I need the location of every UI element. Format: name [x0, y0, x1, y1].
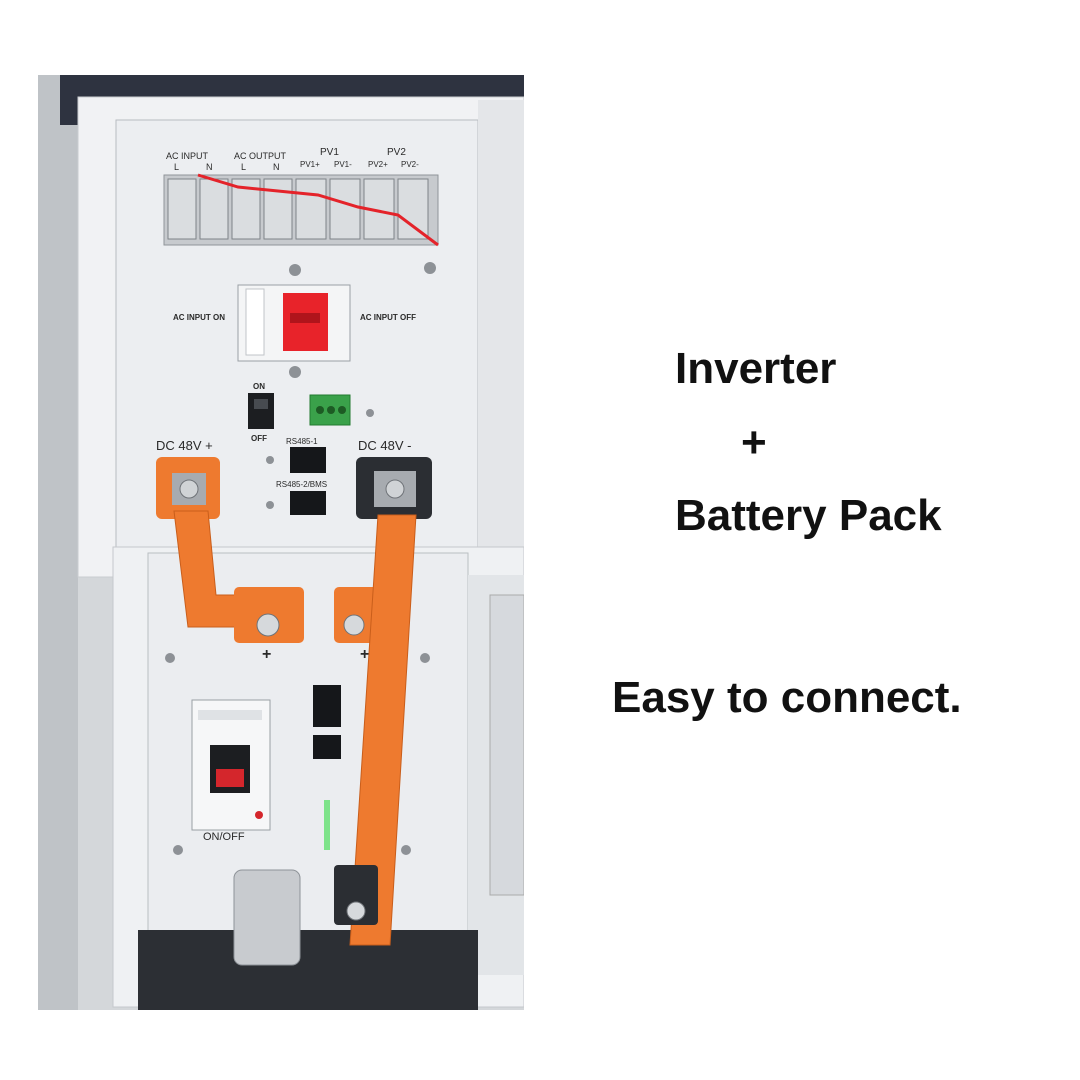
ac-input-off-label: AC INPUT OFF — [360, 313, 416, 322]
screw — [165, 653, 175, 663]
terminal-pv2minus-label: PV2- — [401, 160, 419, 169]
screw — [266, 456, 274, 464]
headline-battery-pack: Battery Pack — [675, 491, 942, 540]
terminal-pv2plus-label: PV2+ — [368, 160, 388, 169]
screw — [173, 845, 183, 855]
screw — [289, 366, 301, 378]
terminal-l2-label: L — [241, 162, 246, 172]
ac-breaker[interactable] — [237, 284, 351, 362]
pv2-label: PV2 — [387, 147, 406, 158]
bottom-negative-terminal — [334, 865, 378, 925]
side-label-plate — [489, 594, 524, 896]
connector-pin — [338, 406, 346, 414]
switch-off-label: OFF — [251, 434, 267, 443]
battery-on-off-label: ON/OFF — [203, 831, 245, 843]
rs485-1-port[interactable] — [290, 447, 326, 473]
battery-plus-label-left: + — [262, 646, 271, 663]
pv1-label: PV1 — [320, 147, 339, 158]
breaker-label-strip — [198, 710, 262, 720]
rs485-2-port[interactable] — [290, 491, 326, 515]
busbar-negative — [349, 514, 417, 946]
headline-plus: + — [741, 418, 767, 467]
dc-plus-label: DC 48V + — [156, 438, 213, 453]
terminal-pv1plus-label: PV1+ — [300, 160, 320, 169]
rs485-2-label: RS485-2/BMS — [276, 480, 327, 489]
cabinet-base — [138, 930, 478, 1010]
breaker-led — [255, 811, 263, 819]
battery-port-lower[interactable] — [313, 735, 341, 759]
battery-port-upper[interactable] — [313, 685, 341, 727]
status-led-strip — [324, 800, 330, 850]
ac-output-label: AC OUTPUT — [234, 151, 287, 161]
left-shadow — [38, 75, 78, 1010]
connector-pin — [316, 406, 324, 414]
screw — [366, 409, 374, 417]
headline-easy-to-connect: Easy to connect. — [612, 673, 962, 722]
battery-plus-bolt-left — [256, 613, 280, 637]
terminal-l1-label: L — [174, 162, 179, 172]
screw — [401, 845, 411, 855]
breaker-red-indicator — [216, 769, 244, 787]
rs485-1-label: RS485-1 — [286, 437, 318, 446]
connector-pin — [327, 406, 335, 414]
cabinet-side — [478, 100, 524, 575]
terminal-n2-label: N — [273, 162, 280, 172]
battery-plus-bolt-right — [343, 614, 365, 636]
screw — [420, 653, 430, 663]
dc-plus-bolt — [179, 479, 199, 499]
dc-minus-bolt — [385, 479, 405, 499]
bottom-negative-bolt — [346, 901, 366, 921]
product-photo: AC INPUT AC OUTPUT PV1 PV2 L N L N PV1+ … — [38, 75, 524, 1010]
screw — [266, 501, 274, 509]
terminal-pv1minus-label: PV1- — [334, 160, 352, 169]
dc-minus-label: DC 48V - — [358, 438, 411, 453]
terminal-block — [163, 173, 439, 247]
ac-input-label: AC INPUT — [166, 151, 209, 161]
screw — [289, 264, 301, 276]
headline-inverter: Inverter — [675, 344, 837, 393]
power-switch-rocker — [254, 399, 268, 409]
bottom-handle — [233, 869, 301, 966]
battery-plus-label-right: + — [360, 646, 369, 663]
screw — [424, 262, 436, 274]
inverter-battery-illustration: AC INPUT AC OUTPUT PV1 PV2 L N L N PV1+ … — [38, 75, 524, 1010]
ac-input-on-label: AC INPUT ON — [173, 313, 225, 322]
power-switch[interactable] — [248, 393, 274, 429]
terminal-n1-label: N — [206, 162, 213, 172]
switch-on-label: ON — [253, 382, 265, 391]
